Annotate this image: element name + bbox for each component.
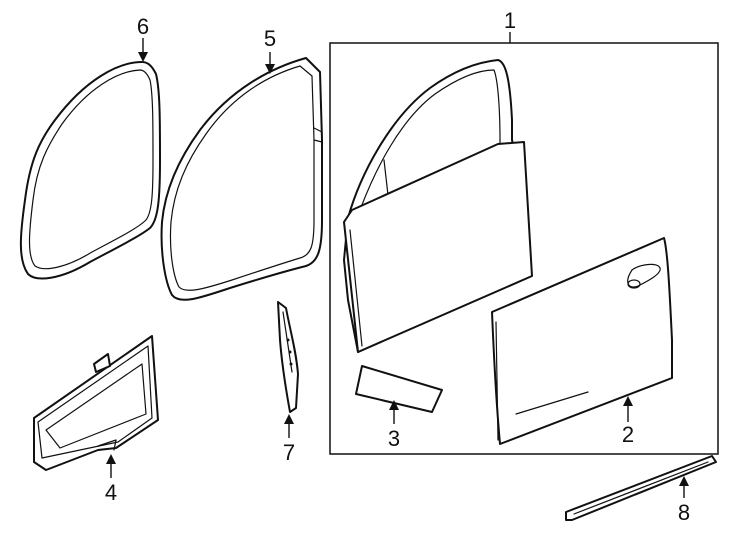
callout-8: 8 [678, 500, 690, 525]
callout-6: 6 [137, 14, 149, 39]
part-5-door-seal [160, 57, 323, 301]
callout-2: 2 [622, 422, 634, 447]
assembly-frame [329, 42, 719, 455]
callout-4: 4 [105, 480, 117, 505]
callout-3: 3 [388, 426, 400, 451]
part-2-outer-panel [491, 237, 673, 445]
callout-7: 7 [283, 440, 295, 465]
part-1-door-shell [343, 59, 533, 353]
part-3-molding [355, 365, 443, 413]
part-8-sill-molding [565, 455, 717, 521]
callout-1: 1 [504, 8, 516, 33]
callout-5: 5 [264, 26, 276, 51]
part-6-weatherstrip [19, 61, 161, 280]
part-7-pillar-strip [277, 301, 299, 413]
part-4-trim-bracket [33, 335, 159, 471]
leader-lines [106, 32, 689, 498]
